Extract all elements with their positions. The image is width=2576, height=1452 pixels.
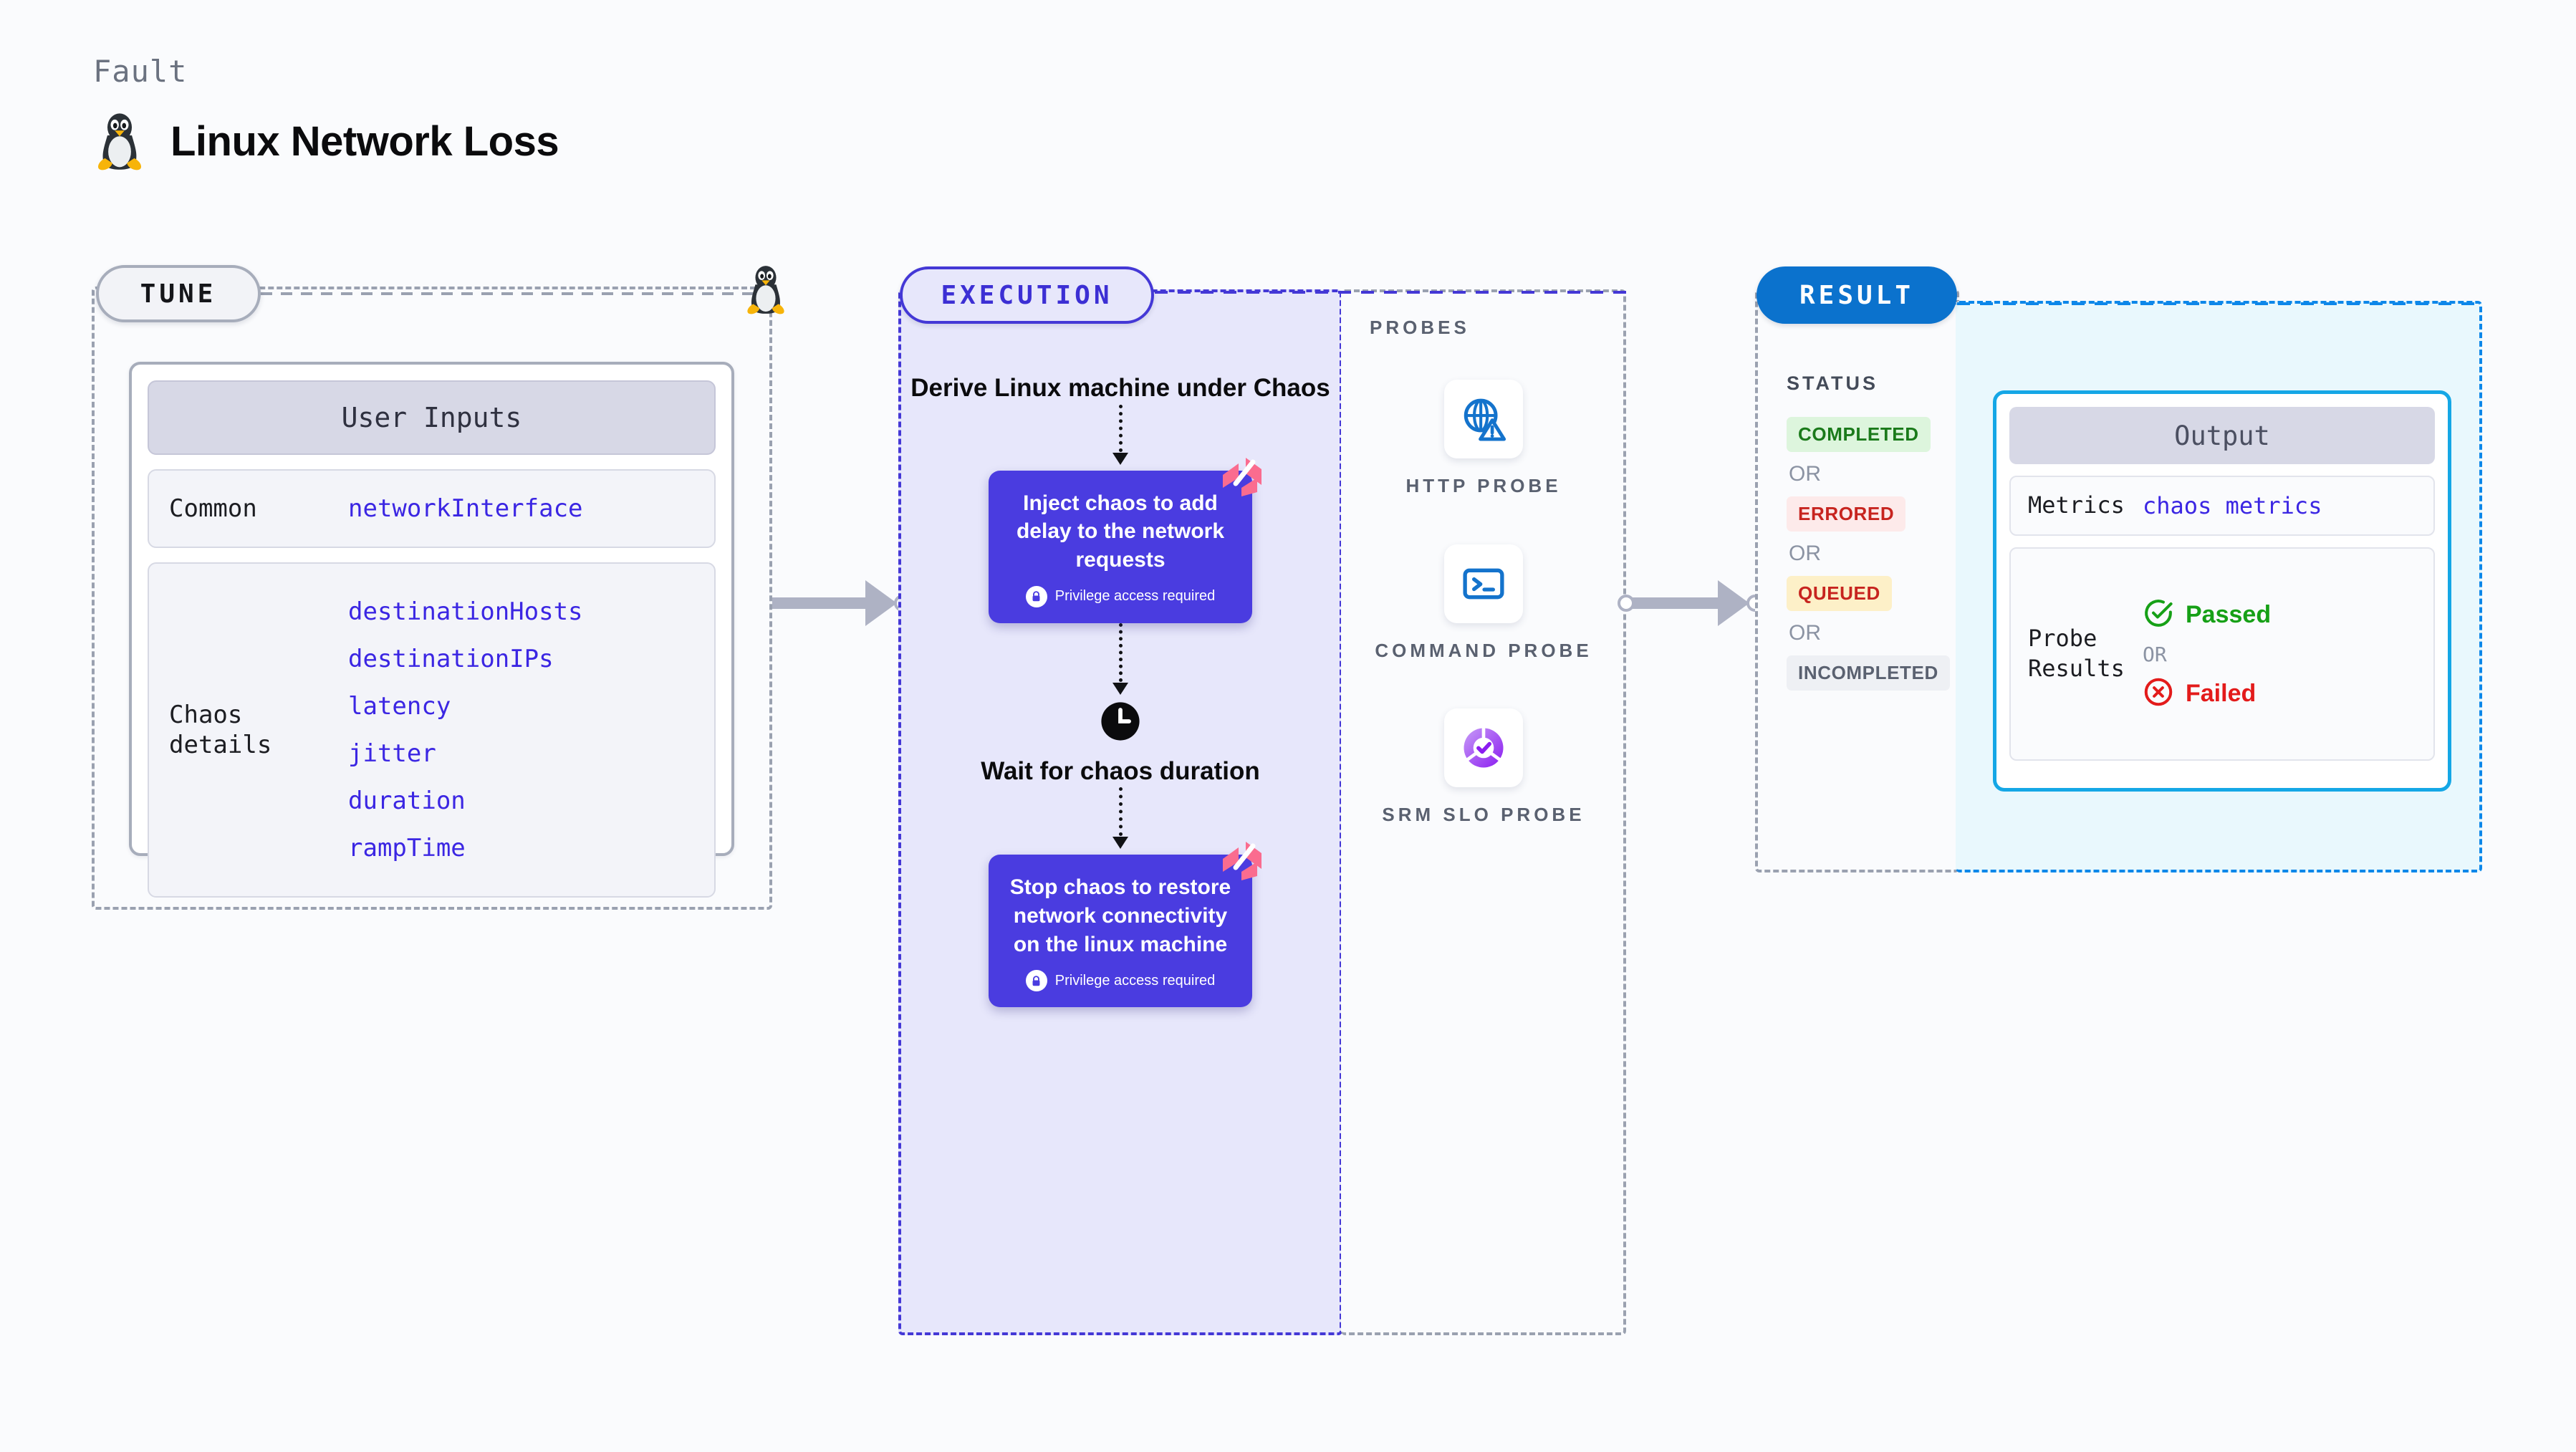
execution-flow: Derive Linux machine under Chaos Inject … — [898, 372, 1342, 1008]
connector-tune-to-execution — [772, 580, 911, 626]
tune-param[interactable]: duration — [348, 787, 466, 815]
execution-card-text: Stop chaos to restore network connectivi… — [1009, 875, 1231, 956]
clock-icon — [1100, 701, 1141, 746]
probe-item-command[interactable]: COMMAND PROBE — [1375, 544, 1592, 665]
tune-row-common: Common networkInterface — [148, 469, 716, 548]
terminal-icon — [1444, 544, 1523, 623]
execution-badge[interactable]: EXECUTION — [900, 266, 1154, 324]
privilege-label: Privilege access required — [1054, 588, 1216, 605]
probe-name: HTTP PROBE — [1405, 475, 1562, 496]
flow-arrow — [1112, 622, 1128, 695]
page-eyebrow: Fault — [93, 54, 188, 89]
flow-step-title: Wait for chaos duration — [981, 756, 1260, 785]
output-metrics-label: Metrics — [2028, 491, 2125, 519]
probe-name: SRM SLO PROBE — [1382, 804, 1585, 826]
output-card: Output Metrics chaos metrics Probe Resul… — [1993, 390, 2451, 792]
x-circle-icon — [2143, 676, 2174, 711]
tune-param[interactable]: networkInterface — [348, 494, 583, 523]
harness-logo-icon — [1220, 456, 1264, 496]
status-or: OR — [1789, 462, 1821, 486]
output-probe-label: Probe Results — [2028, 625, 2125, 682]
probe-result-failed: Failed — [2143, 676, 2256, 711]
output-row-metrics: Metrics chaos metrics — [2009, 476, 2435, 536]
probe-failed-label: Failed — [2186, 679, 2257, 707]
status-badge-errored: ERRORED — [1787, 496, 1906, 532]
probe-name: COMMAND PROBE — [1375, 639, 1592, 661]
slo-donut-check-icon — [1443, 708, 1523, 788]
tune-row-chaos-details: Chaos details destinationHosts destinati… — [148, 562, 716, 898]
output-header: Output — [2009, 407, 2435, 464]
harness-logo-icon — [1220, 840, 1264, 881]
status-list: COMPLETED OR ERRORED OR QUEUED OR INCOMP… — [1787, 417, 1951, 691]
check-circle-icon — [2143, 597, 2174, 633]
linux-tux-icon-small — [744, 264, 788, 315]
privilege-note: Privilege access required — [1025, 970, 1216, 992]
execution-dashed-connector — [1155, 291, 1626, 294]
status-or: OR — [1789, 542, 1821, 565]
status-badge-queued: QUEUED — [1787, 576, 1892, 611]
tune-badge[interactable]: TUNE — [96, 265, 261, 322]
tune-region — [92, 287, 772, 910]
status-badge-incompleted: INCOMPLETED — [1787, 655, 1950, 691]
privilege-note: Privilege access required — [1025, 585, 1216, 607]
connector-execution-to-result — [1618, 580, 1764, 626]
tune-param[interactable]: destinationHosts — [348, 597, 583, 626]
probe-passed-label: Passed — [2186, 600, 2272, 628]
status-or: OR — [1789, 621, 1821, 645]
user-inputs-card: User Inputs Common networkInterface Chao… — [129, 362, 734, 898]
status-badge-completed: COMPLETED — [1787, 417, 1931, 452]
status-label: STATUS — [1787, 372, 1878, 394]
tune-param[interactable]: latency — [348, 692, 451, 721]
probe-item-srm-slo[interactable]: SRM SLO PROBE — [1382, 708, 1585, 829]
probe-item-http[interactable]: HTTP PROBE — [1405, 380, 1561, 500]
execution-card-text: Inject chaos to add delay to the network… — [1016, 491, 1225, 572]
result-dashed-connector — [1957, 302, 2483, 305]
tune-dashed-connector — [261, 292, 755, 295]
tune-row-label: Common — [169, 494, 257, 523]
probe-result-passed: Passed — [2143, 597, 2271, 633]
lock-icon — [1025, 970, 1047, 992]
flow-arrow — [1112, 787, 1128, 850]
execution-card-inject[interactable]: Inject chaos to add delay to the network… — [989, 457, 1261, 623]
page-title-row: Linux Network Loss — [93, 111, 559, 171]
probes-list: HTTP PROBE COMMAND PROBE — [1341, 380, 1626, 829]
user-inputs-header: User Inputs — [148, 380, 716, 455]
probes-region — [1341, 289, 1626, 1335]
tune-param[interactable]: jitter — [348, 739, 436, 768]
lock-icon — [1025, 585, 1047, 607]
output-row-probe-results: Probe Results Passed OR — [2009, 547, 2435, 761]
page-title: Linux Network Loss — [170, 117, 559, 165]
tune-param[interactable]: rampTime — [348, 834, 466, 862]
linux-tux-icon — [93, 111, 146, 171]
execution-card-stop[interactable]: Stop chaos to restore network connectivi… — [989, 842, 1261, 1008]
probes-label: PROBES — [1370, 317, 1470, 338]
globe-warning-icon — [1443, 380, 1523, 458]
flow-step-title: Derive Linux machine under Chaos — [910, 374, 1330, 402]
probe-result-or: OR — [2143, 642, 2167, 666]
tune-row-label: Chaos details — [169, 700, 272, 760]
privilege-label: Privilege access required — [1054, 972, 1216, 989]
tune-param[interactable]: destinationIPs — [348, 645, 554, 673]
flow-arrow — [1112, 404, 1128, 465]
output-metrics-value[interactable]: chaos metrics — [2143, 492, 2322, 519]
result-badge[interactable]: RESULT — [1756, 266, 1957, 324]
